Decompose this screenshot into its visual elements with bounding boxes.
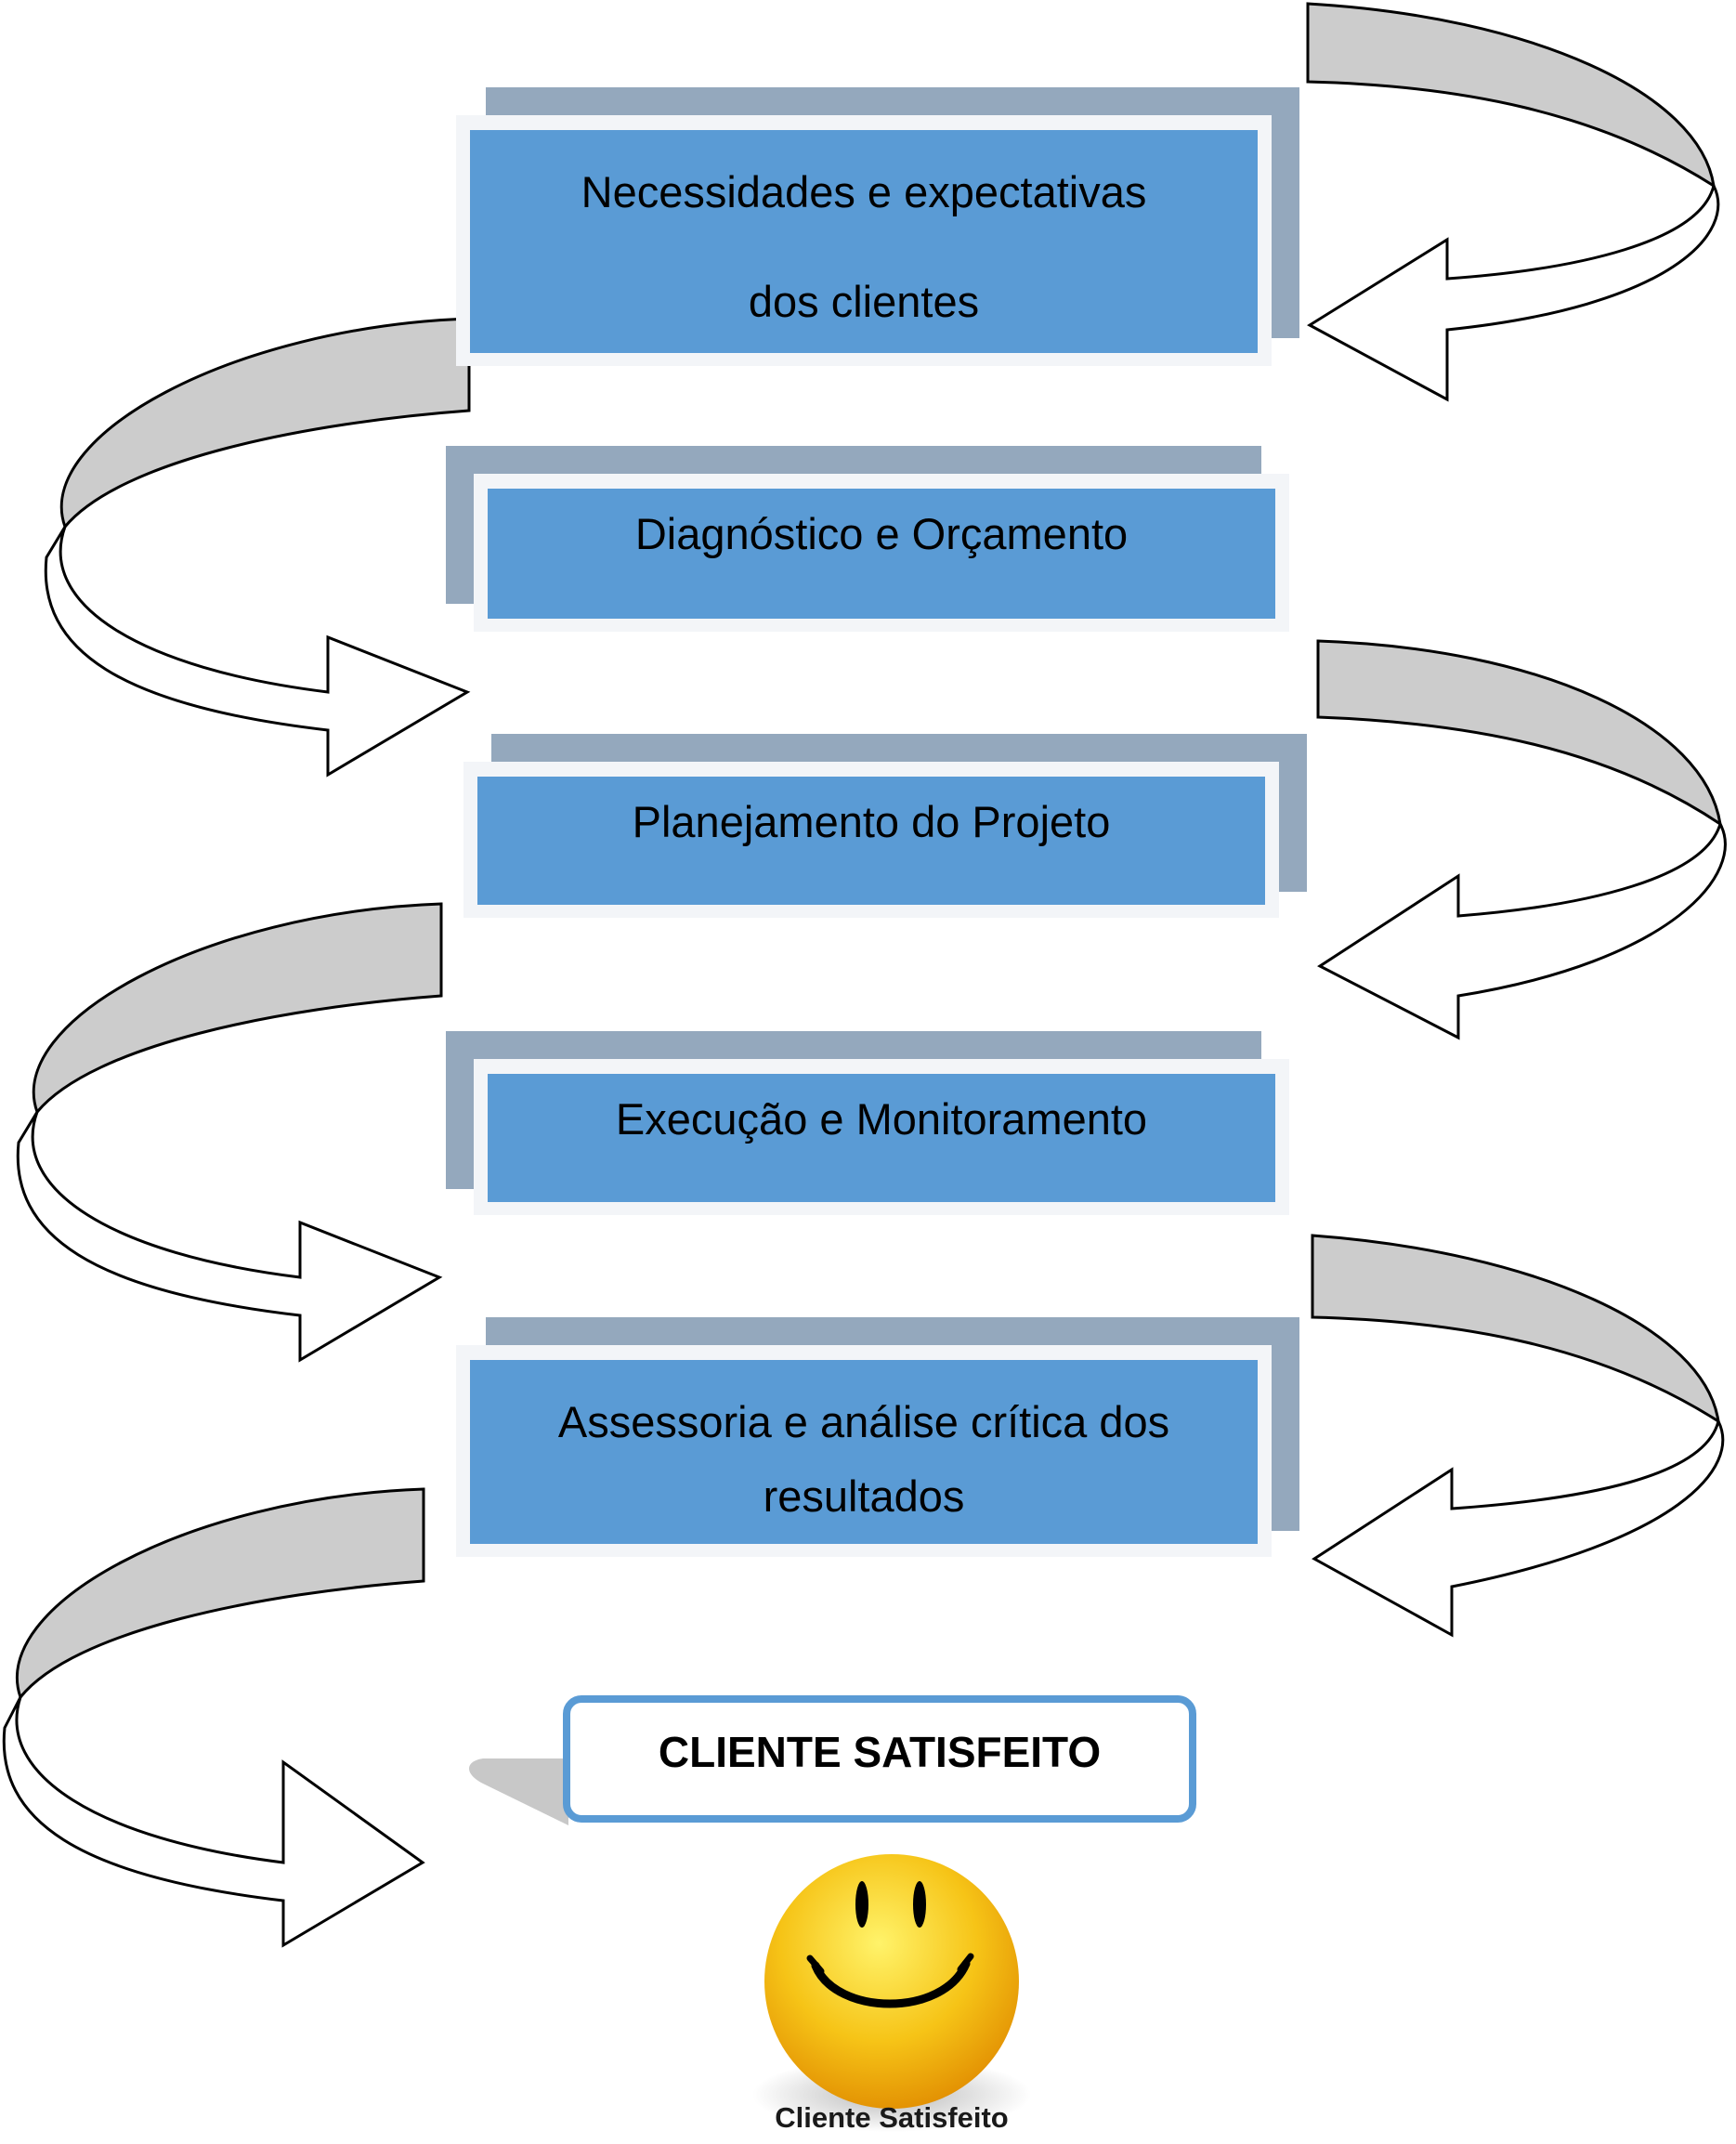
smiley-face-icon bbox=[752, 1854, 1031, 2132]
final-result-box: CLIENTE SATISFEITO bbox=[563, 1695, 1196, 1823]
callout-shadow bbox=[469, 1758, 568, 1825]
curved-arrow-left-3 bbox=[2, 1487, 425, 1948]
step-1-line1: Necessidades e expectativas bbox=[581, 167, 1147, 216]
step-5-line2: resultados bbox=[763, 1471, 965, 1521]
step-5-line1: Assessoria e análise crítica dos bbox=[557, 1397, 1170, 1446]
curved-arrow-left-2 bbox=[16, 902, 443, 1363]
curved-arrow-left-1 bbox=[44, 317, 471, 778]
step-3-box: Planejamento do Projeto bbox=[477, 777, 1265, 905]
curved-arrow-right-3 bbox=[1311, 1234, 1725, 1638]
step-1-line2: dos clientes bbox=[748, 277, 980, 326]
step-2-label: Diagnóstico e Orçamento bbox=[634, 509, 1129, 558]
step-4-box: Execução e Monitoramento bbox=[488, 1074, 1275, 1202]
step-4-label: Execução e Monitoramento bbox=[615, 1094, 1148, 1144]
step-2-box: Diagnóstico e Orçamento bbox=[488, 489, 1275, 619]
step-3-label: Planejamento do Projeto bbox=[632, 797, 1111, 846]
curved-arrow-right-2 bbox=[1316, 639, 1727, 1040]
final-result-label: CLIENTE SATISFEITO bbox=[658, 1727, 1102, 1776]
curved-arrow-right-1 bbox=[1306, 2, 1720, 402]
step-5-box: Assessoria e análise crítica dos resultad… bbox=[470, 1360, 1258, 1544]
step-1-box: Necessidades e expectativas dos clientes bbox=[470, 130, 1258, 353]
smiley-caption: Cliente Satisfeito bbox=[775, 2101, 1009, 2134]
